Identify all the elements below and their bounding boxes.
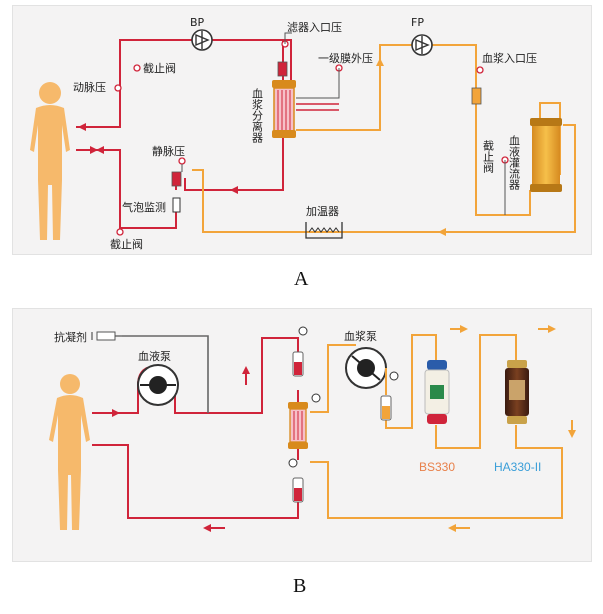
sensor-leads-a bbox=[181, 32, 506, 215]
venous-chamber-icon bbox=[171, 171, 182, 187]
clamp-right-label: 截止阀 bbox=[482, 139, 495, 174]
plasma-separator-label: 血浆分离器 bbox=[251, 87, 264, 144]
fp-label: FP bbox=[411, 16, 424, 29]
plasma-inlet-pressure-label: 血浆入口压 bbox=[482, 51, 537, 65]
bs330-column-icon bbox=[424, 360, 450, 424]
tmp-lines-a bbox=[296, 103, 339, 111]
ha330-label: HA330-II bbox=[494, 460, 541, 474]
perfusion-device-label: 血液灌流器 bbox=[508, 134, 521, 191]
bs330-label: BS330 bbox=[419, 460, 455, 474]
blood-pump-label: 血液泵 bbox=[138, 349, 171, 363]
anticoagulant-syringe-icon bbox=[91, 331, 122, 341]
plasma-separator-a-icon bbox=[272, 80, 296, 138]
arterial-pressure-label: 动脉压 bbox=[73, 80, 106, 94]
warmer-icon bbox=[305, 222, 343, 239]
ha330-column-icon bbox=[505, 360, 529, 424]
patient-figure-b bbox=[49, 374, 90, 530]
blood-circuit-b bbox=[92, 337, 299, 519]
panel-b-label: B bbox=[293, 575, 307, 597]
panel-a-label: A bbox=[294, 268, 309, 290]
perfusion-device-a-icon bbox=[530, 118, 562, 192]
anticoagulant-line bbox=[122, 335, 209, 413]
plasma-separator-b-icon bbox=[288, 402, 308, 449]
bp-pump-icon bbox=[191, 29, 213, 51]
fp-pump-icon bbox=[411, 34, 433, 56]
clamp-top-label: 截止阀 bbox=[143, 61, 176, 75]
plasma-pump-label: 血浆泵 bbox=[344, 329, 377, 343]
filter-inlet-pressure-label: 滤器入口压 bbox=[287, 21, 342, 34]
blood-pump-icon bbox=[137, 364, 179, 406]
warmer-label: 加温器 bbox=[306, 205, 339, 218]
bubble-detector-icon bbox=[172, 197, 181, 213]
filter-inlet-chamber-icon bbox=[277, 61, 288, 77]
primary-tmp-label: 一级膜外压 bbox=[318, 52, 373, 65]
patient-figure-a bbox=[30, 82, 70, 240]
clamp-bottom-label: 截止阀 bbox=[110, 237, 143, 251]
anticoagulant-label: 抗凝剂 bbox=[54, 330, 87, 344]
venous-pressure-label: 静脉压 bbox=[152, 144, 185, 158]
plasma-pump-icon bbox=[345, 347, 387, 389]
bubble-monitor-label: 气泡监测 bbox=[122, 200, 166, 214]
pressure-gauges-b bbox=[288, 326, 399, 468]
plasma-circuit-b bbox=[310, 334, 563, 519]
bp-label: BP bbox=[190, 16, 205, 29]
drip-chambers-b bbox=[292, 351, 392, 503]
plasma-inlet-chamber-icon bbox=[471, 87, 482, 105]
